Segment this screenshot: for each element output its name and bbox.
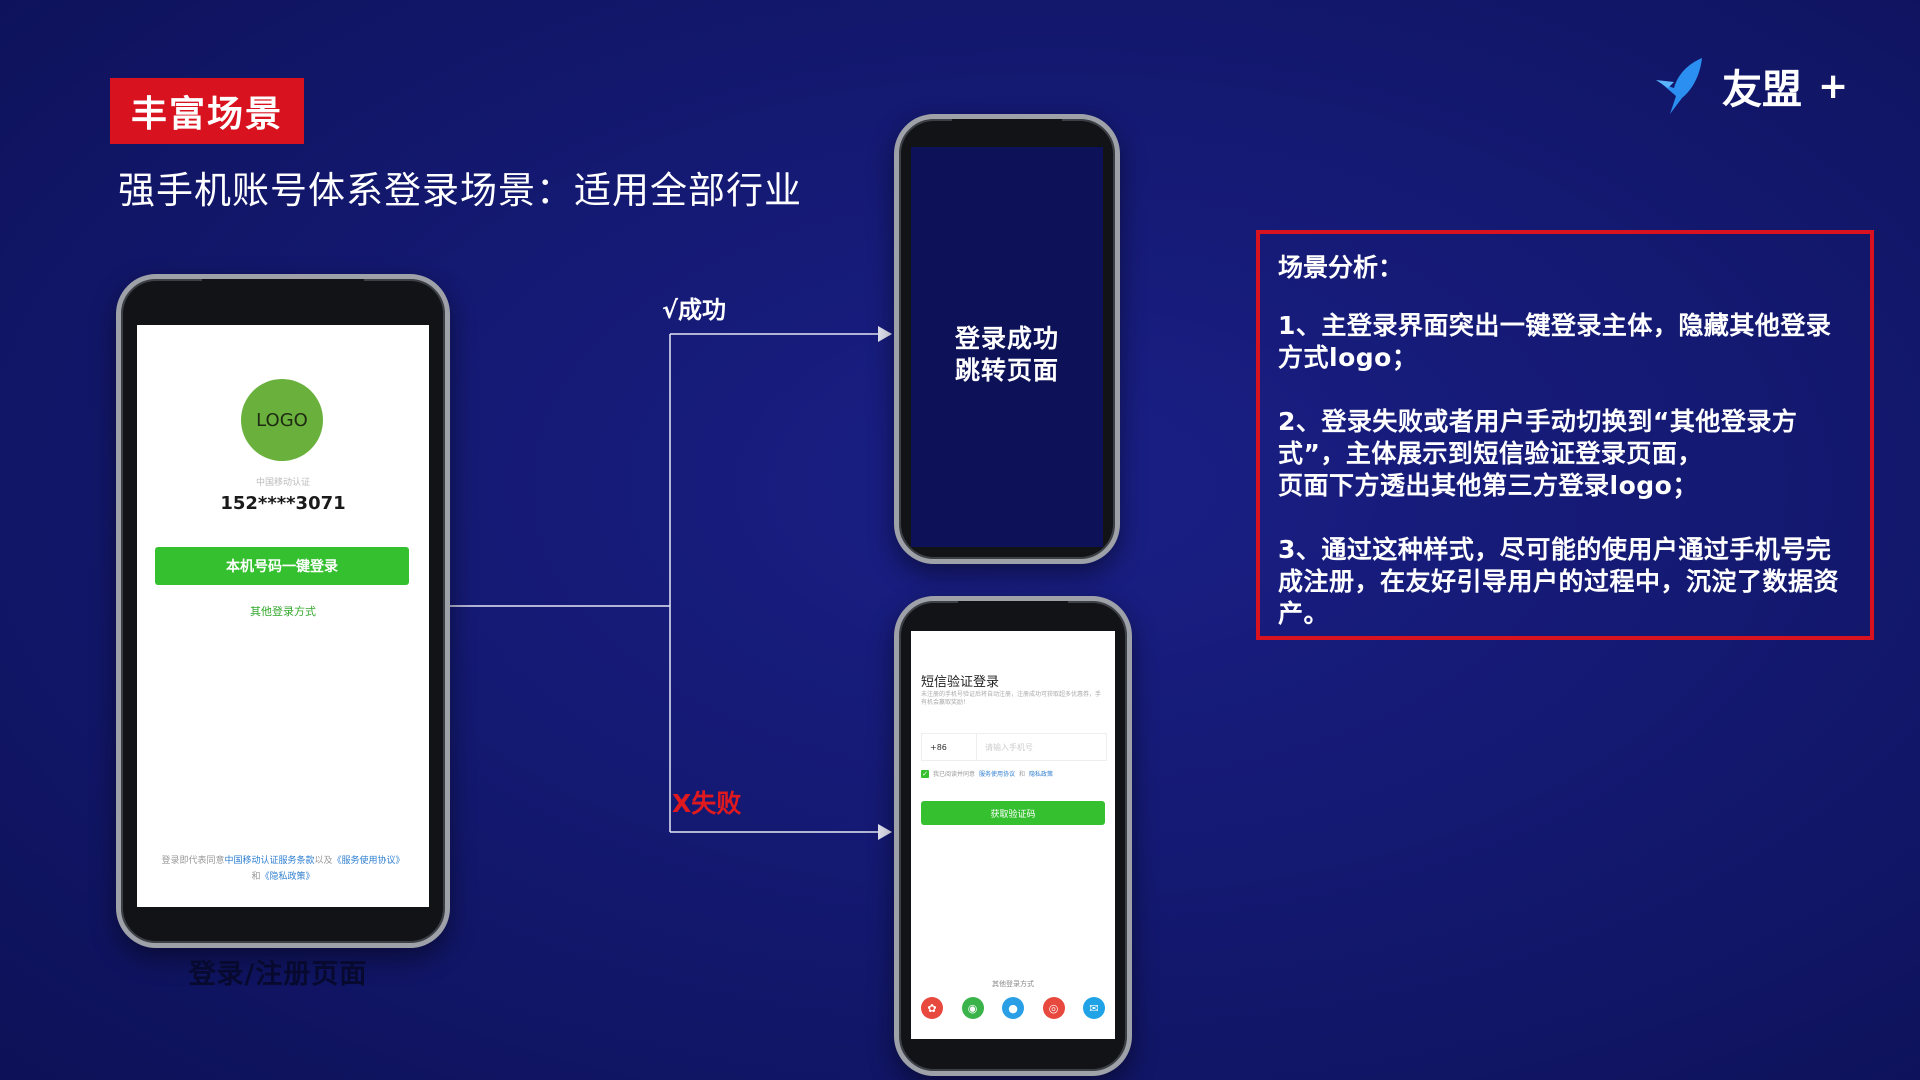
phone-sms-page: 短信验证登录 未注册的手机号验证后将自动注册，注册成功可获取超多优惠券，手有机会… (894, 596, 1132, 1076)
arrow-success-icon (878, 326, 892, 342)
phone-notch (952, 119, 1062, 139)
fail-label: X失败 (672, 789, 742, 818)
other-login-label: 其他登录方式 (992, 980, 1034, 988)
agree-checkbox[interactable]: ✓ (921, 769, 929, 778)
agree-link-service[interactable]: 服务使用协议 (979, 771, 1016, 778)
brand-logo: 友盟 + (1648, 54, 1848, 118)
success-label: √成功 (662, 296, 727, 324)
legal-link-carrier[interactable]: 中国移动认证服务条款 (224, 856, 315, 866)
phone-login-page: LOGO 中国移动认证 152****3071 本机号码一键登录 其他登录方式 … (116, 274, 450, 948)
country-code-select[interactable]: +86 (922, 734, 977, 760)
huawei-icon[interactable]: ✿ (921, 997, 943, 1019)
weibo-icon[interactable]: ◎ (1042, 997, 1065, 1019)
phone-notch (202, 279, 364, 307)
agree-link-privacy[interactable]: 隐私政策 (1029, 771, 1054, 778)
legal-and: 和 (251, 872, 261, 882)
login-page-caption: 登录/注册页面 (188, 959, 368, 990)
masked-phone-number: 152****3071 (220, 493, 346, 514)
agree-and: 和 (1019, 771, 1026, 778)
login-screen: LOGO 中国移动认证 152****3071 本机号码一键登录 其他登录方式 … (137, 325, 429, 907)
agree-prefix: 我已阅读并同意 (933, 771, 976, 778)
phone-notch (958, 601, 1068, 621)
legal-link-service[interactable]: 《服务使用协议》 (332, 856, 405, 866)
other-login-link[interactable]: 其他登录方式 (250, 605, 316, 618)
email-icon[interactable]: ✉ (1083, 997, 1105, 1019)
legal-link-privacy[interactable]: 《隐私政策》 (260, 872, 315, 882)
arrow-fail-icon (878, 824, 892, 840)
analysis-item-3: 3、通过这种样式，尽可能的使用户通过手机号完成注册，在友好引导用户的过程中，沉淀… (1278, 535, 1840, 628)
wechat-icon[interactable]: ◉ (961, 997, 984, 1019)
success-line-2: 跳转页面 (954, 356, 1059, 385)
legal-prefix: 登录即代表同意 (161, 856, 225, 866)
agreement-row: ✓ 我已阅读并同意 服务使用协议 和 隐私政策 (921, 769, 1053, 778)
legal-mid: 以及 (314, 856, 333, 866)
sms-phone-input[interactable]: +86 请输入手机号 (921, 733, 1107, 761)
phone-success-page: 登录成功 跳转页面 (894, 114, 1120, 564)
sms-screen: 短信验证登录 未注册的手机号验证后将自动注册，注册成功可获取超多优惠券，手有机会… (911, 631, 1115, 1039)
sms-description: 未注册的手机号验证后将自动注册，注册成功可获取超多优惠券，手有机会赢取奖励！ (921, 691, 1102, 706)
success-text: 登录成功 跳转页面 (911, 323, 1103, 387)
analysis-box: 场景分析： 1、主登录界面突出一键登录主体，隐藏其他登录方式logo； 2、登录… (1256, 230, 1874, 640)
analysis-item-1: 1、主登录界面突出一键登录主体，隐藏其他登录方式logo； (1278, 311, 1832, 372)
analysis-item-2: 2、登录失败或者用户手动切换到“其他登录方式”，主体展示到短信验证登录页面， 页… (1278, 407, 1798, 500)
analysis-title: 场景分析： (1278, 253, 1404, 282)
success-line-1: 登录成功 (954, 324, 1059, 353)
success-screen: 登录成功 跳转页面 (911, 147, 1103, 547)
qq-icon[interactable]: ● (1002, 997, 1024, 1019)
carrier-text: 中国移动认证 (255, 478, 310, 488)
sms-login-title: 短信验证登录 (921, 675, 1000, 690)
get-code-button[interactable]: 获取验证码 (921, 801, 1105, 825)
legal-text: 登录即代表同意中国移动认证服务条款以及《服务使用协议》和《隐私政策》 (157, 853, 409, 885)
phone-placeholder[interactable]: 请输入手机号 (985, 742, 1033, 752)
brand-name: 友盟 (1722, 67, 1802, 113)
bird-logo-icon (1656, 58, 1702, 114)
one-click-login-button[interactable]: 本机号码一键登录 (155, 547, 409, 585)
brand-plus: + (1818, 65, 1849, 107)
social-login-icons: ✿ ◉ ● ◎ ✉ (921, 997, 1105, 1019)
section-tag: 丰富场景 (110, 78, 304, 144)
page-subtitle: 强手机账号体系登录场景：适用全部行业 (118, 169, 802, 212)
app-logo: LOGO (241, 379, 323, 461)
